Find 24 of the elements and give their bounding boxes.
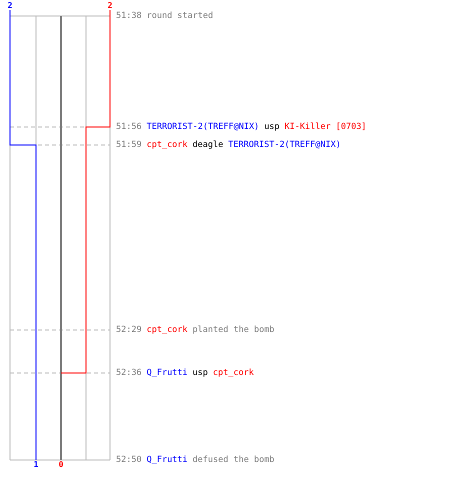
event-text: cpt_cork <box>212 368 254 378</box>
event-text: round started <box>146 11 214 21</box>
event-text: defused the bomb <box>192 455 274 465</box>
event-text: usp <box>192 368 208 378</box>
player-count: 2 <box>108 1 112 10</box>
player-count: 0 <box>58 460 64 469</box>
player-count: 2 <box>8 1 12 10</box>
timestamp: 52:29 <box>116 325 142 335</box>
event-text: usp <box>264 122 280 132</box>
timestamp: 52:50 <box>116 455 142 465</box>
event-text: KI-Killer [0703] <box>284 122 366 132</box>
event-text: planted the bomb <box>192 325 274 335</box>
timestamp: 51:56 <box>116 122 142 132</box>
event-text: cpt_cork <box>146 325 188 335</box>
event-text: cpt_cork <box>146 140 188 150</box>
event-text: Q_Frutti <box>146 455 188 465</box>
player-count: 1 <box>34 460 38 469</box>
timestamp: 51:38 <box>116 11 142 21</box>
event-text: TERRORIST-2(TREFF@NIX) <box>146 122 260 132</box>
timestamp: 51:59 <box>116 140 142 150</box>
event-text: deagle <box>192 140 224 150</box>
timestamp: 52:36 <box>116 368 142 378</box>
event-text: TERRORIST-2(TREFF@NIX) <box>228 140 341 150</box>
event-text: Q_Frutti <box>146 368 188 378</box>
